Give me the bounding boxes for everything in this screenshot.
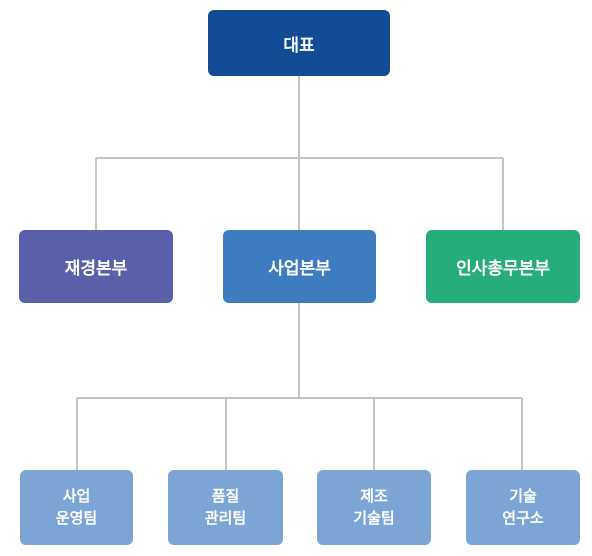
- team-node-research-lab: 기술 연구소: [466, 470, 580, 545]
- root-node-label: 대표: [283, 35, 315, 56]
- team-node-quality-management: 품질 관리팀: [168, 470, 283, 545]
- team-node-business-operations: 사업 운영팀: [20, 470, 133, 545]
- division-node-label: 재경본부: [64, 259, 128, 279]
- team-node-label: 품질 관리팀: [204, 486, 247, 527]
- root-node-ceo: 대표: [208, 10, 390, 76]
- division-node-label: 사업본부: [268, 259, 331, 279]
- division-node-hr: 인사총무본부: [426, 230, 580, 303]
- team-node-label: 사업 운영팀: [55, 486, 98, 527]
- team-node-label: 제조 기술팀: [353, 486, 395, 527]
- team-node-label: 기술 연구소: [502, 486, 544, 527]
- division-node-business: 사업본부: [223, 230, 376, 303]
- division-node-label: 인사총무본부: [456, 259, 550, 279]
- division-node-finance: 재경본부: [19, 230, 173, 303]
- team-node-manufacturing-tech: 제조 기술팀: [317, 470, 431, 545]
